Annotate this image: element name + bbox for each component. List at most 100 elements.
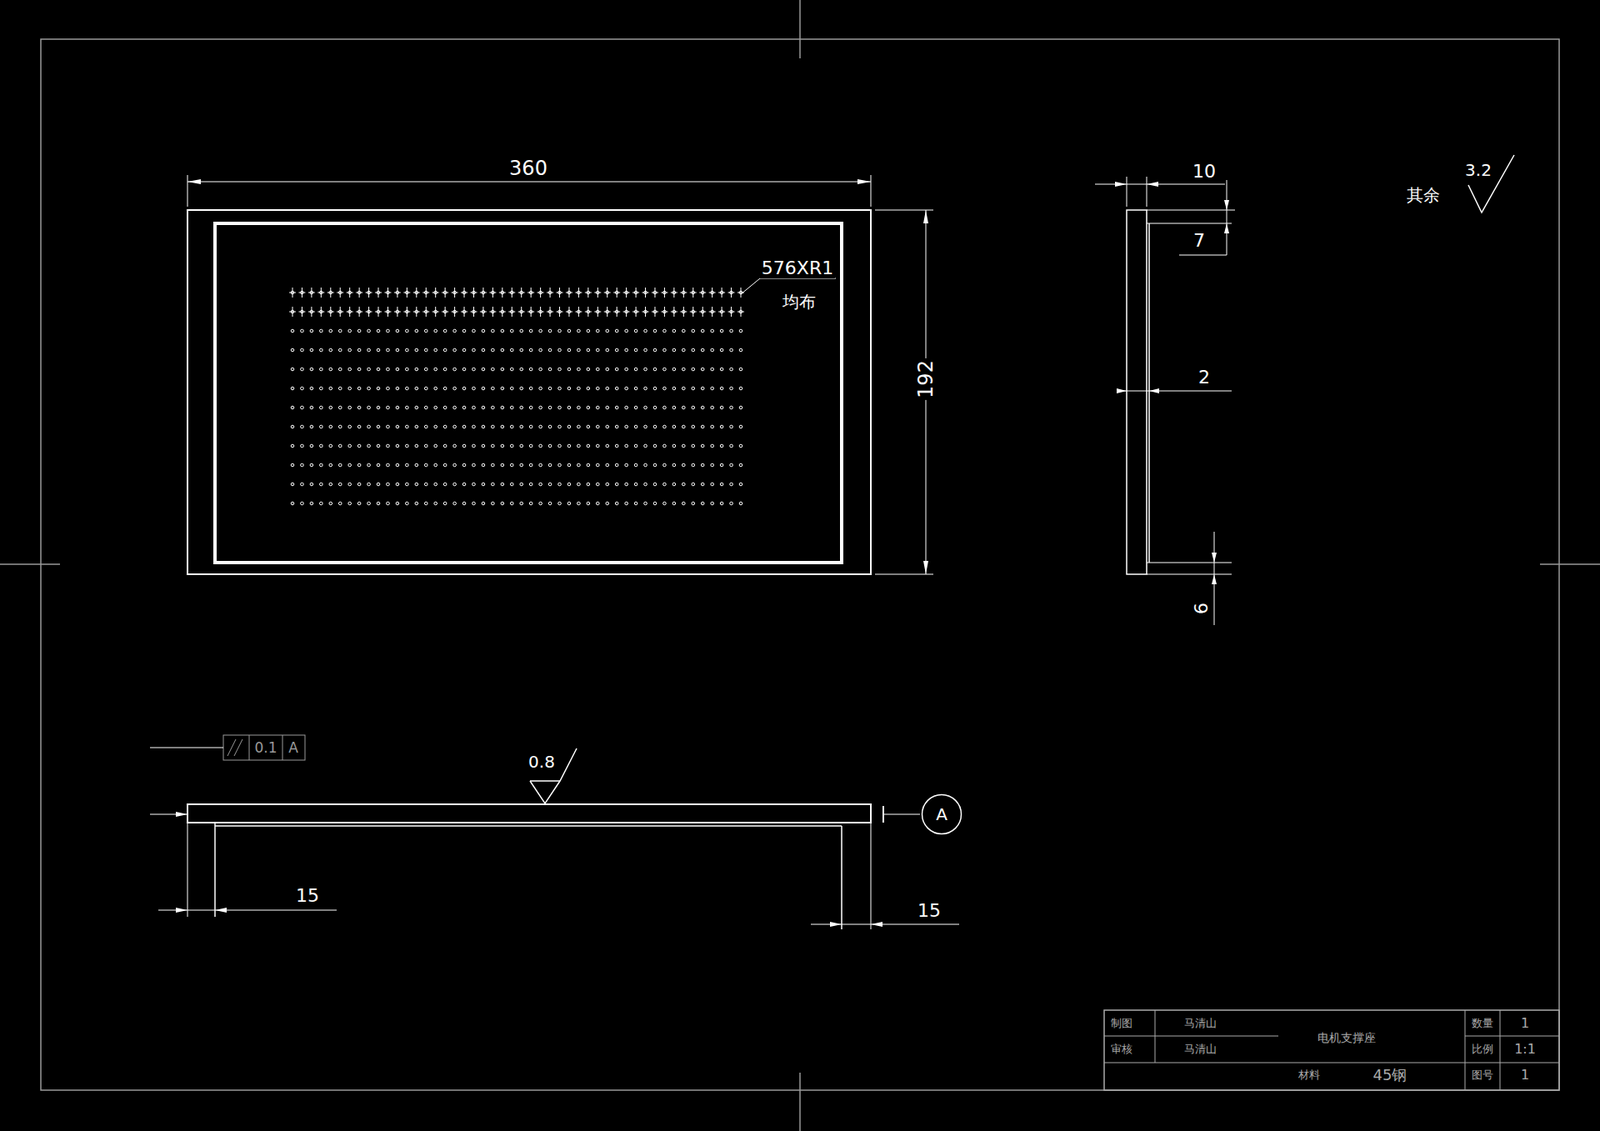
hole [577, 463, 581, 467]
hole [367, 405, 371, 410]
drawing-line [227, 739, 236, 756]
hole [625, 367, 629, 371]
center-mark [680, 306, 687, 317]
center-mark [585, 287, 592, 298]
hole [539, 386, 543, 390]
hole [500, 501, 505, 505]
center-mark [470, 287, 477, 298]
hole [577, 501, 581, 505]
hole [434, 329, 438, 333]
hole [357, 405, 361, 410]
hole [510, 501, 514, 505]
table-cell: 马清山 [1182, 1017, 1219, 1030]
hole [653, 348, 657, 352]
drawing-line [870, 822, 872, 930]
hole [472, 463, 476, 467]
hole [548, 367, 552, 371]
hole [481, 501, 485, 505]
hole [682, 386, 686, 390]
table-cell: 1 [1519, 1015, 1531, 1031]
drawing-line [1211, 552, 1217, 585]
hole [357, 329, 361, 333]
center-mark [670, 306, 678, 317]
hole [691, 329, 695, 333]
hole [558, 386, 562, 390]
hole [348, 367, 352, 371]
hole [348, 386, 352, 390]
hole [595, 329, 600, 333]
hole [357, 367, 361, 371]
center-mark [546, 287, 554, 298]
center-mark [346, 287, 354, 298]
hole [310, 405, 314, 410]
center-mark [327, 287, 335, 298]
hole [338, 348, 342, 352]
hole [595, 463, 600, 467]
hole [529, 482, 533, 486]
hole [605, 386, 610, 390]
drawing-line [1465, 1035, 1560, 1037]
hole [424, 367, 428, 371]
center-mark [623, 287, 630, 298]
hole [539, 367, 543, 371]
drawing-line [187, 822, 189, 917]
center-mark [422, 287, 430, 298]
drawing-line [1226, 180, 1228, 255]
drawing-line [530, 780, 560, 782]
hole [329, 329, 333, 333]
hole [691, 463, 695, 467]
hole [539, 405, 543, 410]
hole [625, 348, 629, 352]
hole [472, 501, 476, 505]
hole [625, 501, 629, 505]
hole [700, 425, 705, 429]
hole [567, 405, 571, 410]
hole [644, 386, 648, 390]
hole [691, 425, 695, 429]
hole [586, 501, 590, 505]
hole [644, 501, 648, 505]
center-mark [651, 287, 659, 298]
hole [367, 329, 371, 333]
hole [338, 329, 342, 333]
center-mark [308, 287, 315, 298]
hole [605, 329, 610, 333]
hole [558, 348, 562, 352]
hole [357, 386, 361, 390]
hole [595, 405, 600, 410]
center-mark [642, 306, 650, 317]
hole [491, 405, 495, 410]
center-mark [518, 306, 525, 317]
hole [529, 367, 533, 371]
hole [682, 329, 686, 333]
hole [472, 425, 476, 429]
hole [663, 405, 667, 410]
hole [567, 425, 571, 429]
hole [548, 405, 552, 410]
hole [605, 444, 610, 448]
hole [462, 444, 466, 448]
drawing-line [830, 921, 883, 927]
hole [320, 463, 324, 467]
hole [386, 329, 390, 333]
hole [720, 463, 724, 467]
hole [615, 501, 619, 505]
drawing-line [1116, 388, 1160, 394]
drawing-line [175, 907, 227, 913]
hole [710, 425, 715, 429]
hole [329, 463, 333, 467]
hole [395, 386, 400, 390]
drawing-line [0, 563, 60, 565]
center-mark [394, 306, 401, 317]
hole [424, 425, 428, 429]
center-mark [403, 287, 410, 298]
hole [453, 482, 457, 486]
hole [605, 501, 610, 505]
hole [558, 444, 562, 448]
table-cell: 45钢 [1371, 1066, 1410, 1084]
hole [434, 425, 438, 429]
hole [682, 444, 686, 448]
hole [615, 463, 619, 467]
hole [472, 386, 476, 390]
